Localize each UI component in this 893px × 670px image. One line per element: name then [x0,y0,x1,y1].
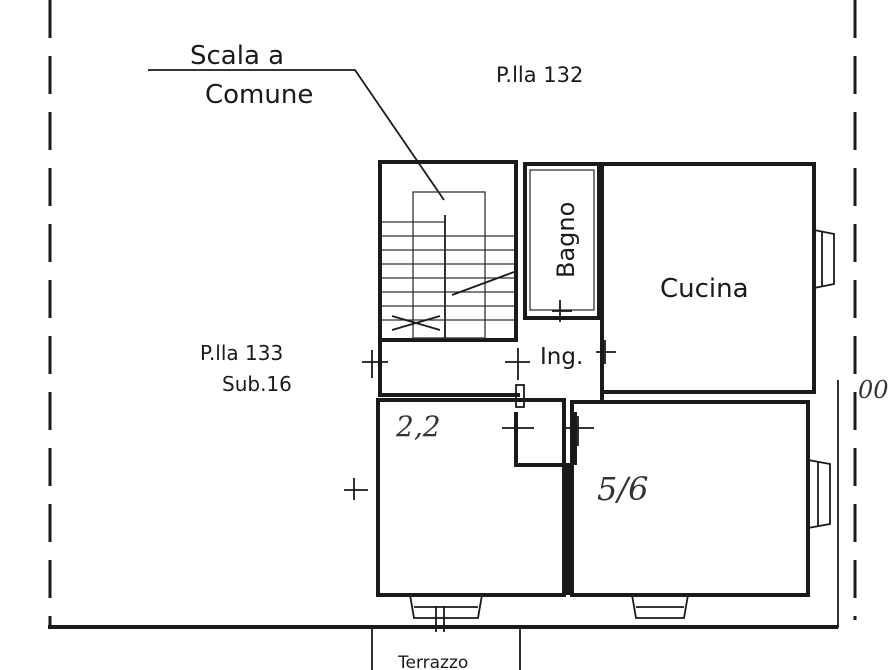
parcel-133-label: P.lla 133 [200,341,283,365]
terrace-label: Terrazzo [397,653,468,670]
kitchen-label: Cucina [660,274,749,304]
window-bottom-left [409,594,483,619]
room-right-window [807,459,831,529]
parcel-132-label: P.lla 132 [496,63,583,87]
stair-label-line2: Comune [205,80,313,110]
corridor-walls [514,392,808,595]
stair-leader-line [148,69,445,201]
corridor-pillar [515,384,525,408]
kitchen-window [813,229,835,289]
bathroom [523,162,601,320]
room-right [570,400,810,597]
room-left [376,398,566,597]
room-right-label: 5/6 [597,470,649,508]
stairwell [378,160,518,342]
window-bottom-right [631,594,689,619]
bathroom-label: Bagno [552,202,580,278]
kitchen [600,162,816,394]
edge-mark: 00 [858,376,889,404]
stair-label-line1: Scala a [190,41,284,71]
sub16-label: Sub.16 [222,372,292,396]
room-left-label: 2,2 [395,410,441,443]
crossing-marks [344,300,616,632]
entrance-label: Ing. [540,344,583,370]
